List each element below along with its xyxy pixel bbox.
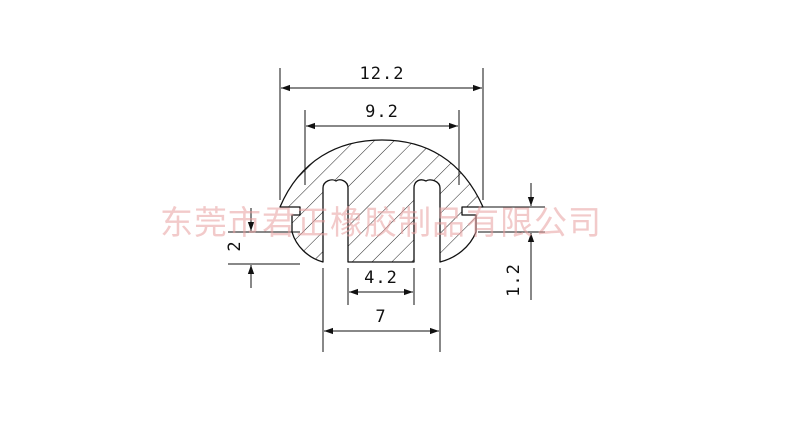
dim-right-height: 1.2 (504, 263, 524, 297)
extension-lines (228, 68, 545, 352)
dim-overall-width: 12.2 (360, 64, 405, 84)
profile-section (279, 139, 484, 263)
dim-base-width: 7 (375, 307, 386, 327)
profile-outline (279, 139, 484, 263)
dim-channel-width: 4.2 (364, 268, 398, 288)
dim-inner-width: 9.2 (365, 102, 399, 122)
dimension-lines (247, 84, 535, 335)
dim-slot-height: 2 (225, 240, 245, 251)
